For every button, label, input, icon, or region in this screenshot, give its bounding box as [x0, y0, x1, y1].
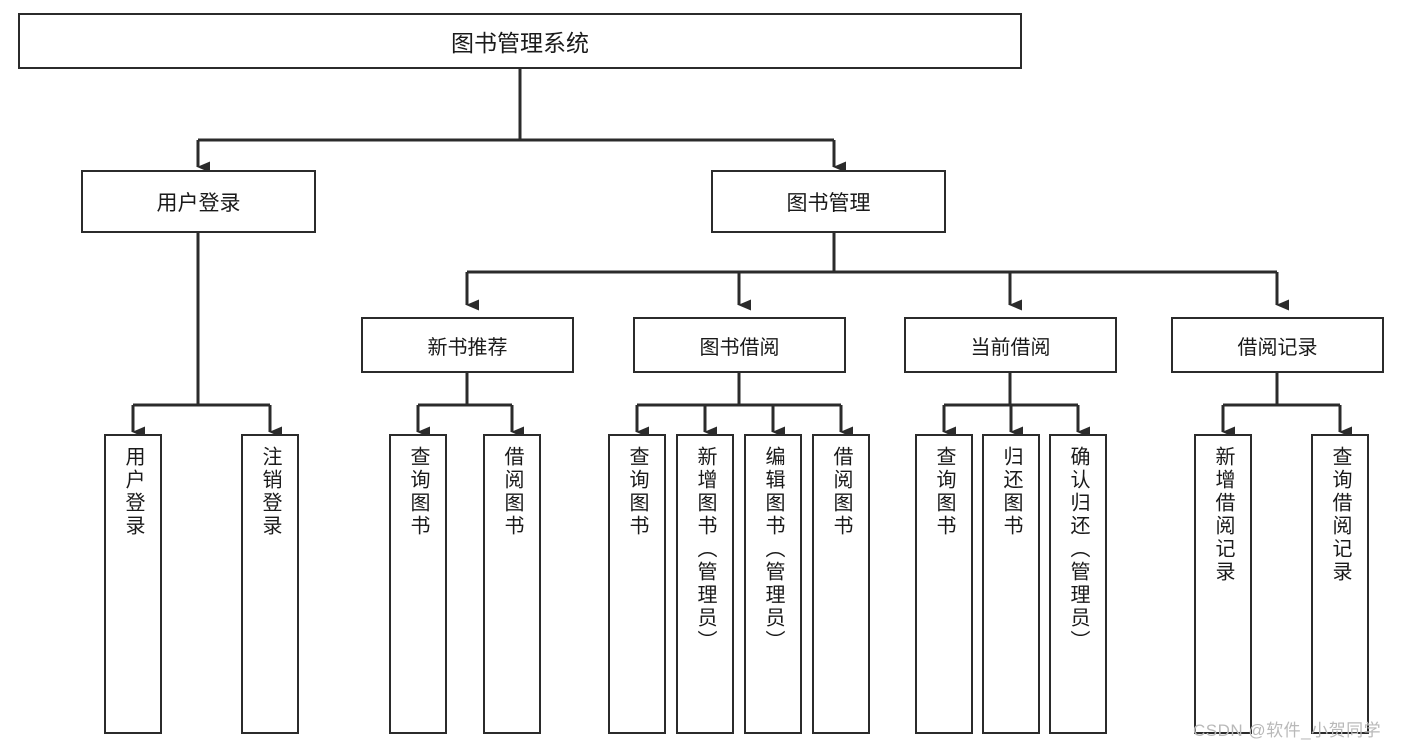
leaf-label: 查询图书 — [933, 446, 955, 538]
node-book-management-label: 图书管理 — [786, 191, 871, 215]
node-borrow-record-label: 借阅记录 — [1237, 336, 1318, 359]
node-book-borrow-label: 图书借阅 — [699, 336, 780, 359]
leaf-book-borrow-3[interactable]: 借阅图书 — [812, 434, 870, 734]
csdn-watermark: CSDN @软件_小贺同学 — [1193, 721, 1382, 740]
node-book-borrow[interactable]: 图书借阅 — [633, 317, 846, 373]
leaf-label: 归还图书 — [1000, 446, 1022, 538]
leaf-current-borrow-1[interactable]: 归还图书 — [982, 434, 1040, 734]
leaf-current-borrow-0[interactable]: 查询图书 — [915, 434, 973, 734]
leaf-label: 注销登录 — [259, 446, 281, 538]
node-new-book-recommend-label: 新书推荐 — [427, 336, 508, 359]
node-new-book-recommend[interactable]: 新书推荐 — [361, 317, 574, 373]
leaf-label: 新增借阅记录 — [1212, 446, 1234, 584]
node-book-management[interactable]: 图书管理 — [711, 170, 946, 233]
node-current-borrow[interactable]: 当前借阅 — [904, 317, 1117, 373]
leaf-label: 查询图书 — [407, 446, 429, 538]
leaf-user-login-1[interactable]: 注销登录 — [241, 434, 299, 734]
node-user-login-label: 用户登录 — [156, 191, 241, 215]
leaf-user-login-0[interactable]: 用户登录 — [104, 434, 162, 734]
leaf-book-borrow-2[interactable]: 编辑图书（管理员） — [744, 434, 802, 734]
leaf-borrow-record-0[interactable]: 新增借阅记录 — [1194, 434, 1252, 734]
leaf-label: 确认归还（管理员） — [1067, 446, 1089, 653]
leaf-label: 借阅图书 — [501, 446, 523, 538]
leaf-label: 借阅图书 — [830, 446, 852, 538]
leaf-new-book-recommend-1[interactable]: 借阅图书 — [483, 434, 541, 734]
leaf-label: 查询图书 — [626, 446, 648, 538]
leaf-label: 查询借阅记录 — [1329, 446, 1351, 584]
leaf-borrow-record-1[interactable]: 查询借阅记录 — [1311, 434, 1369, 734]
leaf-book-borrow-0[interactable]: 查询图书 — [608, 434, 666, 734]
leaf-new-book-recommend-0[interactable]: 查询图书 — [389, 434, 447, 734]
leaf-book-borrow-1[interactable]: 新增图书（管理员） — [676, 434, 734, 734]
node-user-login[interactable]: 用户登录 — [81, 170, 316, 233]
leaf-label: 新增图书（管理员） — [694, 446, 716, 653]
node-borrow-record[interactable]: 借阅记录 — [1171, 317, 1384, 373]
leaf-label: 编辑图书（管理员） — [762, 446, 784, 653]
node-root[interactable]: 图书管理系统 — [18, 13, 1022, 69]
node-current-borrow-label: 当前借阅 — [970, 336, 1051, 359]
node-root-label: 图书管理系统 — [451, 30, 589, 56]
leaf-label: 用户登录 — [122, 446, 144, 538]
leaf-current-borrow-2[interactable]: 确认归还（管理员） — [1049, 434, 1107, 734]
